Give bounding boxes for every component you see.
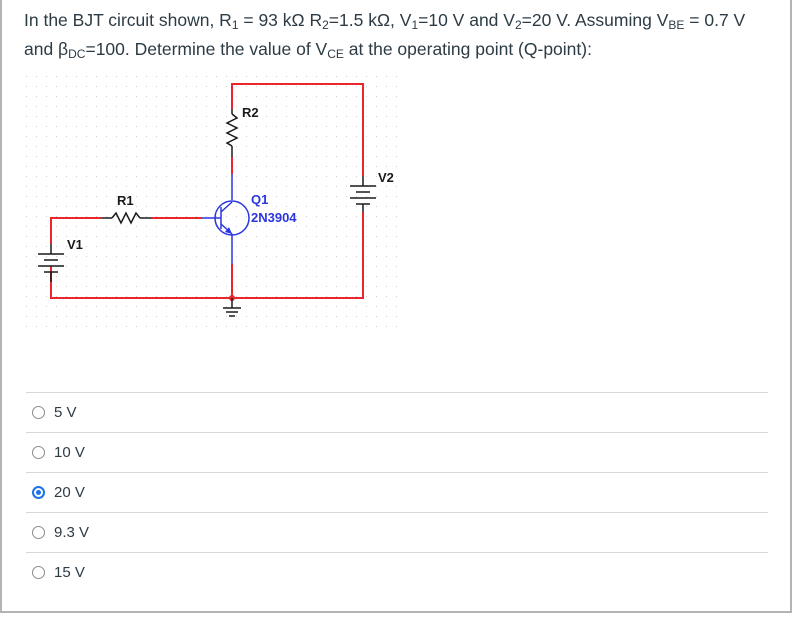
radio-button[interactable]	[32, 566, 45, 579]
question-line-2: and βDC=100. Determine the value of VCE …	[24, 39, 592, 61]
v1-label: V1	[67, 237, 83, 252]
resistor-r2	[225, 109, 239, 157]
q1-label: Q1	[251, 192, 268, 207]
ground-icon	[223, 298, 241, 317]
emitter-arrow-icon	[225, 227, 232, 234]
r2-label: R2	[242, 105, 259, 120]
q1-part-label: 2N3904	[251, 210, 297, 225]
question-text: In the BJT circuit shown, R1 = 93 kΩ R2=…	[24, 6, 784, 64]
radio-button[interactable]	[32, 526, 45, 539]
radio-button[interactable]	[32, 406, 45, 419]
transistor-q1-icon	[202, 174, 250, 264]
answer-option-10v[interactable]: 10 V	[26, 432, 768, 472]
answer-option-15v[interactable]: 15 V	[26, 552, 768, 592]
answer-label: 9.3 V	[54, 524, 90, 541]
battery-v2-icon	[350, 176, 376, 212]
answer-label: 15 V	[54, 564, 85, 581]
answer-label: 10 V	[54, 444, 85, 461]
answer-option-20v[interactable]: 20 V	[26, 472, 768, 512]
v2-label: V2	[378, 170, 394, 185]
circuit-diagram: R2 R1 Q1 2N3904 V1	[22, 72, 402, 334]
question-line-1: In the BJT circuit shown, R1 = 93 kΩ R2=…	[24, 10, 746, 32]
radio-button[interactable]	[32, 446, 45, 459]
resistor-r1	[102, 211, 152, 225]
answer-option-9-3v[interactable]: 9.3 V	[26, 512, 768, 552]
answer-label: 5 V	[54, 404, 77, 421]
battery-v1-icon	[38, 244, 64, 282]
answer-list: 5 V 10 V 20 V 9.3 V 15 V	[26, 392, 768, 592]
answer-label: 20 V	[54, 484, 85, 501]
grid-background	[22, 72, 402, 334]
r1-label: R1	[117, 193, 134, 208]
radio-button-selected[interactable]	[32, 486, 45, 499]
answer-option-5v[interactable]: 5 V	[26, 392, 768, 432]
